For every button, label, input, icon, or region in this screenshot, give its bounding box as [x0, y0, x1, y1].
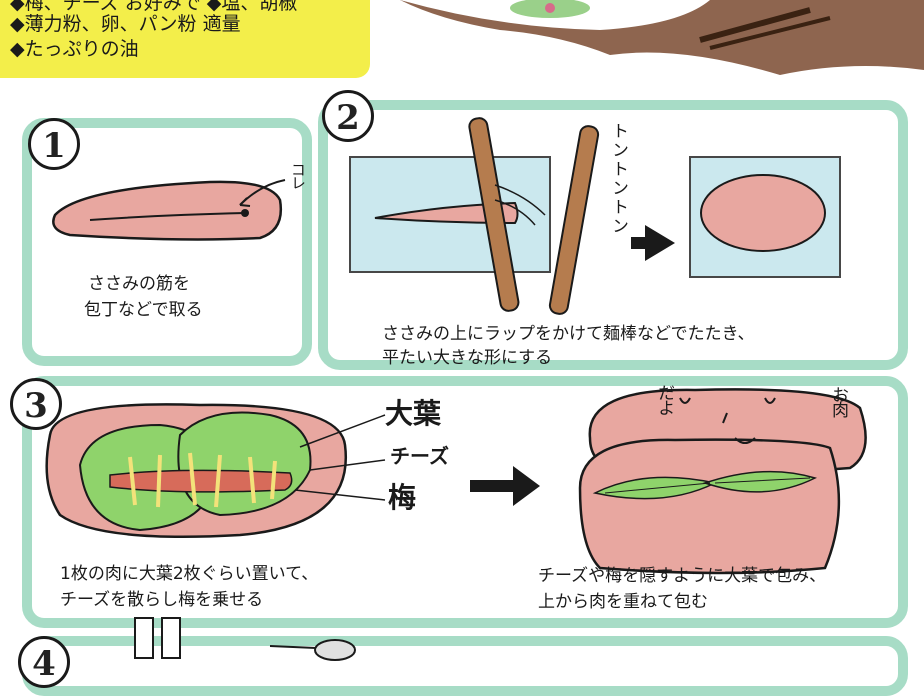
- step-3-face-text-left: だよ: [654, 384, 674, 414]
- step-1-frame: [22, 118, 312, 366]
- ingredient-line-1: ◆梅、チーズ お好みで ◆塩、胡椒: [10, 0, 298, 14]
- step-1-annotation: コレ: [289, 162, 307, 188]
- step-3-wrapped-drawing: [578, 388, 867, 575]
- step-1-number: 1: [28, 118, 80, 170]
- step-2-number: 2: [322, 90, 374, 142]
- step-3-label-shiso: 大葉: [385, 397, 442, 430]
- step-3-label-ume: 梅: [388, 481, 417, 514]
- ingredient-line-3: ◆たっぷりの油: [10, 38, 139, 60]
- step-2-sound-text: トントントン: [608, 122, 628, 236]
- step-4-number: 4: [18, 636, 70, 688]
- step-2-frame: [318, 100, 908, 370]
- step-3-arrow-icon: [470, 466, 540, 506]
- step-3-caption-right-line-1: チーズや梅を隠すように大葉で包み、: [538, 566, 827, 586]
- step-2-pounding-drawing: [349, 117, 841, 315]
- step-2-caption-line-1: ささみの上にラップをかけて麺棒などでたたき、: [382, 324, 755, 344]
- step-1-caption-line-2: 包丁などで取る: [84, 300, 203, 320]
- step-3-face-text-right: お肉: [828, 386, 848, 416]
- step-2-caption-line-2: 平たい大きな形にする: [382, 348, 553, 368]
- step-3-caption-left-line-1: 1枚の肉に大葉2枚ぐらい置いて、: [60, 564, 319, 584]
- step-3-caption-right-line-2: 上から肉を重ねて包む: [538, 592, 708, 612]
- step-4-drawing: [134, 617, 356, 661]
- step-1-caption-line-1: ささみの筋を: [88, 274, 190, 294]
- step-3-label-cheese: チーズ: [390, 444, 449, 468]
- step-1-chicken-drawing: [52, 179, 286, 241]
- ingredients-panel: ◆梅、チーズ お好みで ◆塩、胡椒 ◆薄力粉、卵、パン粉 適量 ◆たっぷりの油: [0, 0, 370, 78]
- bamboo-illustration: [380, 0, 924, 80]
- step-3-filling-drawing: [45, 403, 386, 539]
- bamboo-drawing: [380, 0, 924, 75]
- step-3-frame: [22, 376, 908, 628]
- ingredient-line-2: ◆薄力粉、卵、パン粉 適量: [10, 13, 241, 35]
- step-3-caption-left-line-2: チーズを散らし梅を乗せる: [60, 590, 264, 610]
- step-3-number: 3: [10, 378, 62, 430]
